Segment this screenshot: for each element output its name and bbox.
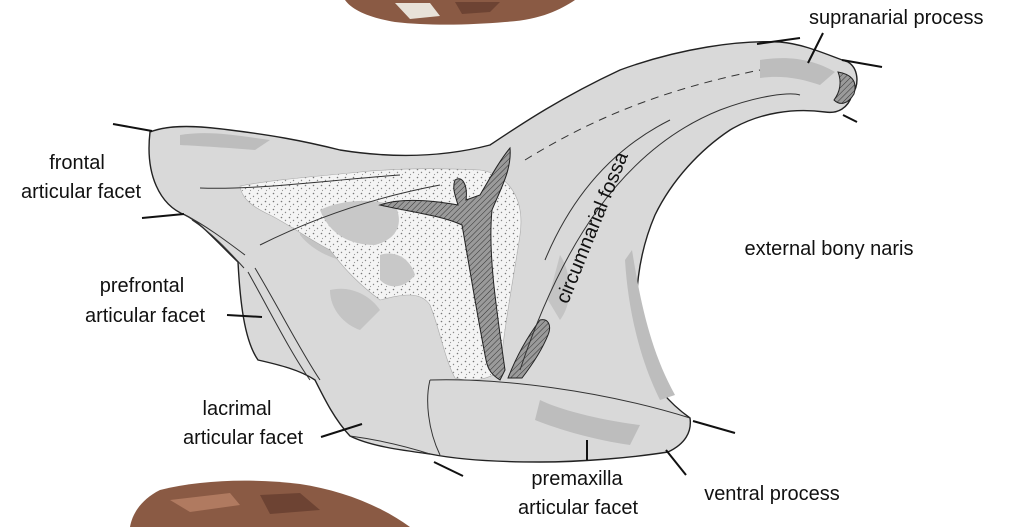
label-frontal-facet-2: articular facet [21,181,141,203]
label-lacrimal-facet-2: articular facet [183,427,303,449]
label-premaxilla-facet-2: articular facet [518,497,638,519]
label-frontal-facet-1: frontal [49,152,105,174]
specimen-photo-bottom [130,481,410,527]
label-prefrontal-facet-1: prefrontal [100,275,185,297]
specimen-photo-top [345,0,575,25]
label-premaxilla-facet-1: premaxilla [531,468,623,490]
label-ventral-process: ventral process [704,483,840,505]
label-supranarial-process: supranarial process [809,7,984,29]
label-prefrontal-facet-2: articular facet [85,305,205,327]
label-external-bony-naris: external bony naris [745,238,914,260]
label-lacrimal-facet-1: lacrimal [203,398,272,420]
